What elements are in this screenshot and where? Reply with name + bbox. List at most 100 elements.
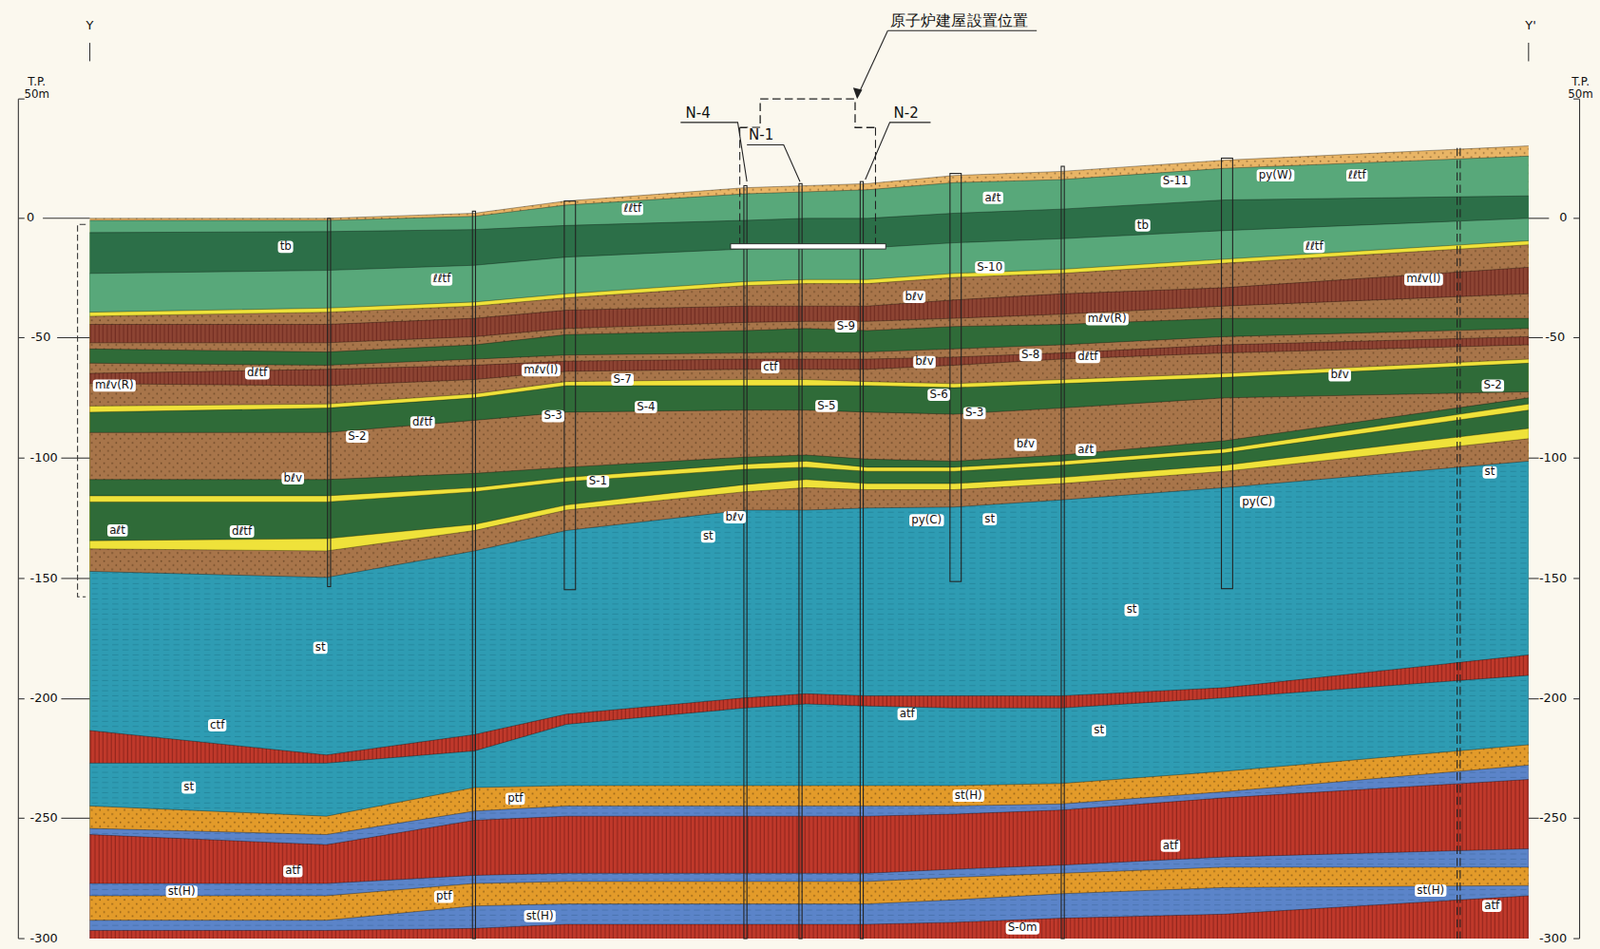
stratum [90,398,1529,939]
stratum-label: S-6 [927,388,951,401]
stratum-label: aℓt [982,191,1003,205]
stratum [90,885,1529,939]
axis-label: -200 [1539,692,1567,706]
stratum [90,344,1529,939]
stratum-texture [90,391,1529,939]
stratum-texture [90,780,1529,940]
stratum-label: tb [1135,219,1151,232]
stratum-label: st [1124,604,1140,617]
axis-label: Y' [1524,19,1536,33]
stratum [90,428,1529,939]
stratum-texture [90,867,1529,939]
stratum [90,391,1529,939]
stratum-label: S-9 [835,320,858,333]
stratum-label: S-10 [974,261,1005,274]
stratum-label: dℓtf [229,525,254,538]
stratum [90,155,1529,939]
stratum-label: S-11 [1161,175,1191,189]
borehole-label: N-1 [746,128,777,145]
location-title: 原子炉建屋設置位置 [887,12,1031,30]
stratum-label: S-5 [815,400,839,413]
stratum-label: st(H) [1414,884,1447,897]
stratum-label: ptf [505,792,526,805]
stratum [90,362,1529,939]
stratum-label: ℓℓtf [621,203,644,216]
stratum-boundary [90,460,1529,577]
stratum-label: bℓv [281,472,305,485]
stratum [90,245,1529,939]
stratum-label: st [1482,466,1497,479]
stratum [90,867,1529,939]
stratum-texture [90,849,1529,940]
stratum-label: bℓv [902,290,926,304]
stratum-label: S-8 [1019,348,1043,362]
stratum [90,218,1529,939]
stratum-label: st(H) [524,910,556,923]
stratum-label: st [982,513,997,526]
stratum-label: S-0m [1006,922,1040,935]
axis-label: 0 [26,211,35,226]
stratum-texture [90,336,1529,939]
axis-label: -50 [1544,330,1565,344]
stratum-label: aℓt [107,524,128,537]
axis-label: -250 [30,811,58,825]
stratum [90,293,1529,939]
stratum [90,764,1529,939]
strata [90,146,1529,939]
stratum-label: py(C) [909,514,944,527]
borehole-label: N-2 [891,105,921,122]
axis-unit: T.P. 50m [1562,76,1599,101]
stratum-label: atf [283,865,303,878]
stratum-label: S-4 [634,400,658,414]
stratum-texture [90,266,1529,939]
stratum-label: tb [278,240,294,253]
stratum-texture [90,764,1529,939]
stratum [90,328,1529,939]
axis-unit: T.P. 50m [19,76,55,101]
axis-label: -50 [30,330,51,344]
stratum [90,240,1529,939]
stratum-texture [90,885,1529,939]
stratum-label: atf [897,707,917,721]
stratum-label: ctf [208,719,228,732]
stratum-label: ℓℓtf [431,273,454,286]
axis-label: -250 [1539,811,1567,825]
stratum-label: aℓt [1075,443,1096,457]
stratum [90,438,1529,939]
stratum-boundary [90,391,1529,433]
stratum [90,146,1529,939]
stratum-label: mℓv(I) [521,363,560,377]
stratum [90,410,1529,939]
stratum-label: bℓv [723,511,746,524]
axis-label: -150 [30,571,58,586]
stratum-texture [90,344,1529,939]
stratum-label: S-3 [541,410,565,423]
stratum-label: dℓtf [1075,350,1100,363]
stratum-texture [90,146,1529,939]
stratum-label: ℓℓtf [1303,240,1326,253]
stratum-label: py(C) [1239,495,1275,509]
stratum-label: bℓv [1328,369,1352,382]
stratum [90,336,1529,939]
stratum [90,460,1529,939]
stratum-texture [90,460,1529,939]
boreholes-and-axes [18,30,1580,939]
stratum-texture [90,654,1529,939]
stratum-texture [90,744,1529,939]
stratum-texture [90,895,1529,939]
stratum-label: atf [1161,839,1181,853]
stratum-label: S-2 [345,430,369,443]
stratum-texture [90,245,1529,939]
stratum-boundary [90,675,1529,763]
stratum-label: mℓv(R) [93,379,136,392]
stratum-label: mℓv(I) [1404,273,1443,286]
stratum-label: st [181,781,196,795]
axis-label: 0 [1559,211,1567,226]
stratum-label: ctf [761,361,781,374]
stratum [90,359,1529,939]
stratum [90,780,1529,940]
stratum-label: st [1091,723,1106,737]
stratum [90,895,1529,939]
stratum-label: st [701,530,716,543]
axis-label: -100 [1539,451,1567,465]
